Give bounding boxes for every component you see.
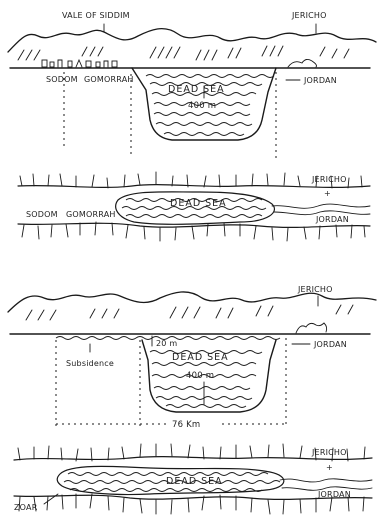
p1-sea-label: DEAD SEA	[168, 84, 225, 95]
p2-sodom-label: SODOM	[26, 210, 58, 219]
p1-jordan-label: JORDAN	[303, 76, 337, 85]
p2-south-hatching	[22, 222, 365, 241]
panel-3-cross-section: JERICHO 20 m DEAD SEA 400 m Subsidence J…	[8, 285, 376, 430]
p1-jericho-label: JERICHO	[291, 11, 327, 20]
p3-hills-outline	[8, 292, 376, 312]
p4-north-shore	[14, 457, 372, 460]
p2-jericho-label: JERICHO	[311, 175, 347, 184]
p1-hills-outline	[8, 29, 376, 52]
p2-gomorrah-label: GOMORRAH	[66, 210, 116, 219]
p4-zoar-label: ZOAR	[14, 503, 38, 512]
panel-1-cross-section: VALE OF SIDDIM JERICHO SODOM GOMORRAH DE…	[8, 11, 376, 162]
p3-jordan-label: JORDAN	[313, 340, 347, 349]
p4-jericho-marker: +	[326, 463, 333, 472]
p2-sea-label: DEAD SEA	[170, 198, 227, 209]
p1-hill-hatching	[18, 46, 349, 60]
p3-depth-label: 400 m	[186, 371, 214, 381]
p3-jericho-label: JERICHO	[297, 285, 333, 294]
p4-jordan-label: JORDAN	[317, 490, 351, 499]
p1-depth-label: 400 m	[188, 101, 216, 111]
p1-jericho-mound	[288, 59, 317, 67]
p1-sodom-label: SODOM	[46, 75, 78, 84]
panel-4-plan-view: JERICHO DEAD SEA JORDAN ZOAR +	[14, 444, 372, 514]
p3-jericho-mound	[296, 323, 327, 333]
p4-jordan-river	[280, 479, 372, 482]
p3-sea-label: DEAD SEA	[172, 352, 229, 363]
p2-jordan-river	[272, 204, 370, 208]
p3-hill-hatching	[26, 305, 353, 320]
p2-jericho-marker: +	[324, 189, 331, 198]
p1-gomorrah-label: GOMORRAH	[84, 75, 134, 84]
p2-north-shore	[18, 185, 370, 188]
p4-sea-label: DEAD SEA	[166, 476, 223, 487]
p3-subsidence-label: Subsidence	[66, 359, 114, 368]
p2-jordan-label: JORDAN	[315, 215, 349, 224]
p4-south-hatching	[19, 494, 364, 514]
p3-shelf-depth-label: 20 m	[156, 339, 177, 348]
p1-cities-icon	[42, 60, 117, 67]
p1-vale-label: VALE OF SIDDIM	[62, 11, 130, 20]
panel-2-plan-view: JERICHO SODOM GOMORRAH DEAD SEA JORDAN +	[18, 172, 370, 241]
p4-jericho-label: JERICHO	[311, 448, 347, 457]
p3-width-label: 76 Km	[172, 420, 200, 430]
